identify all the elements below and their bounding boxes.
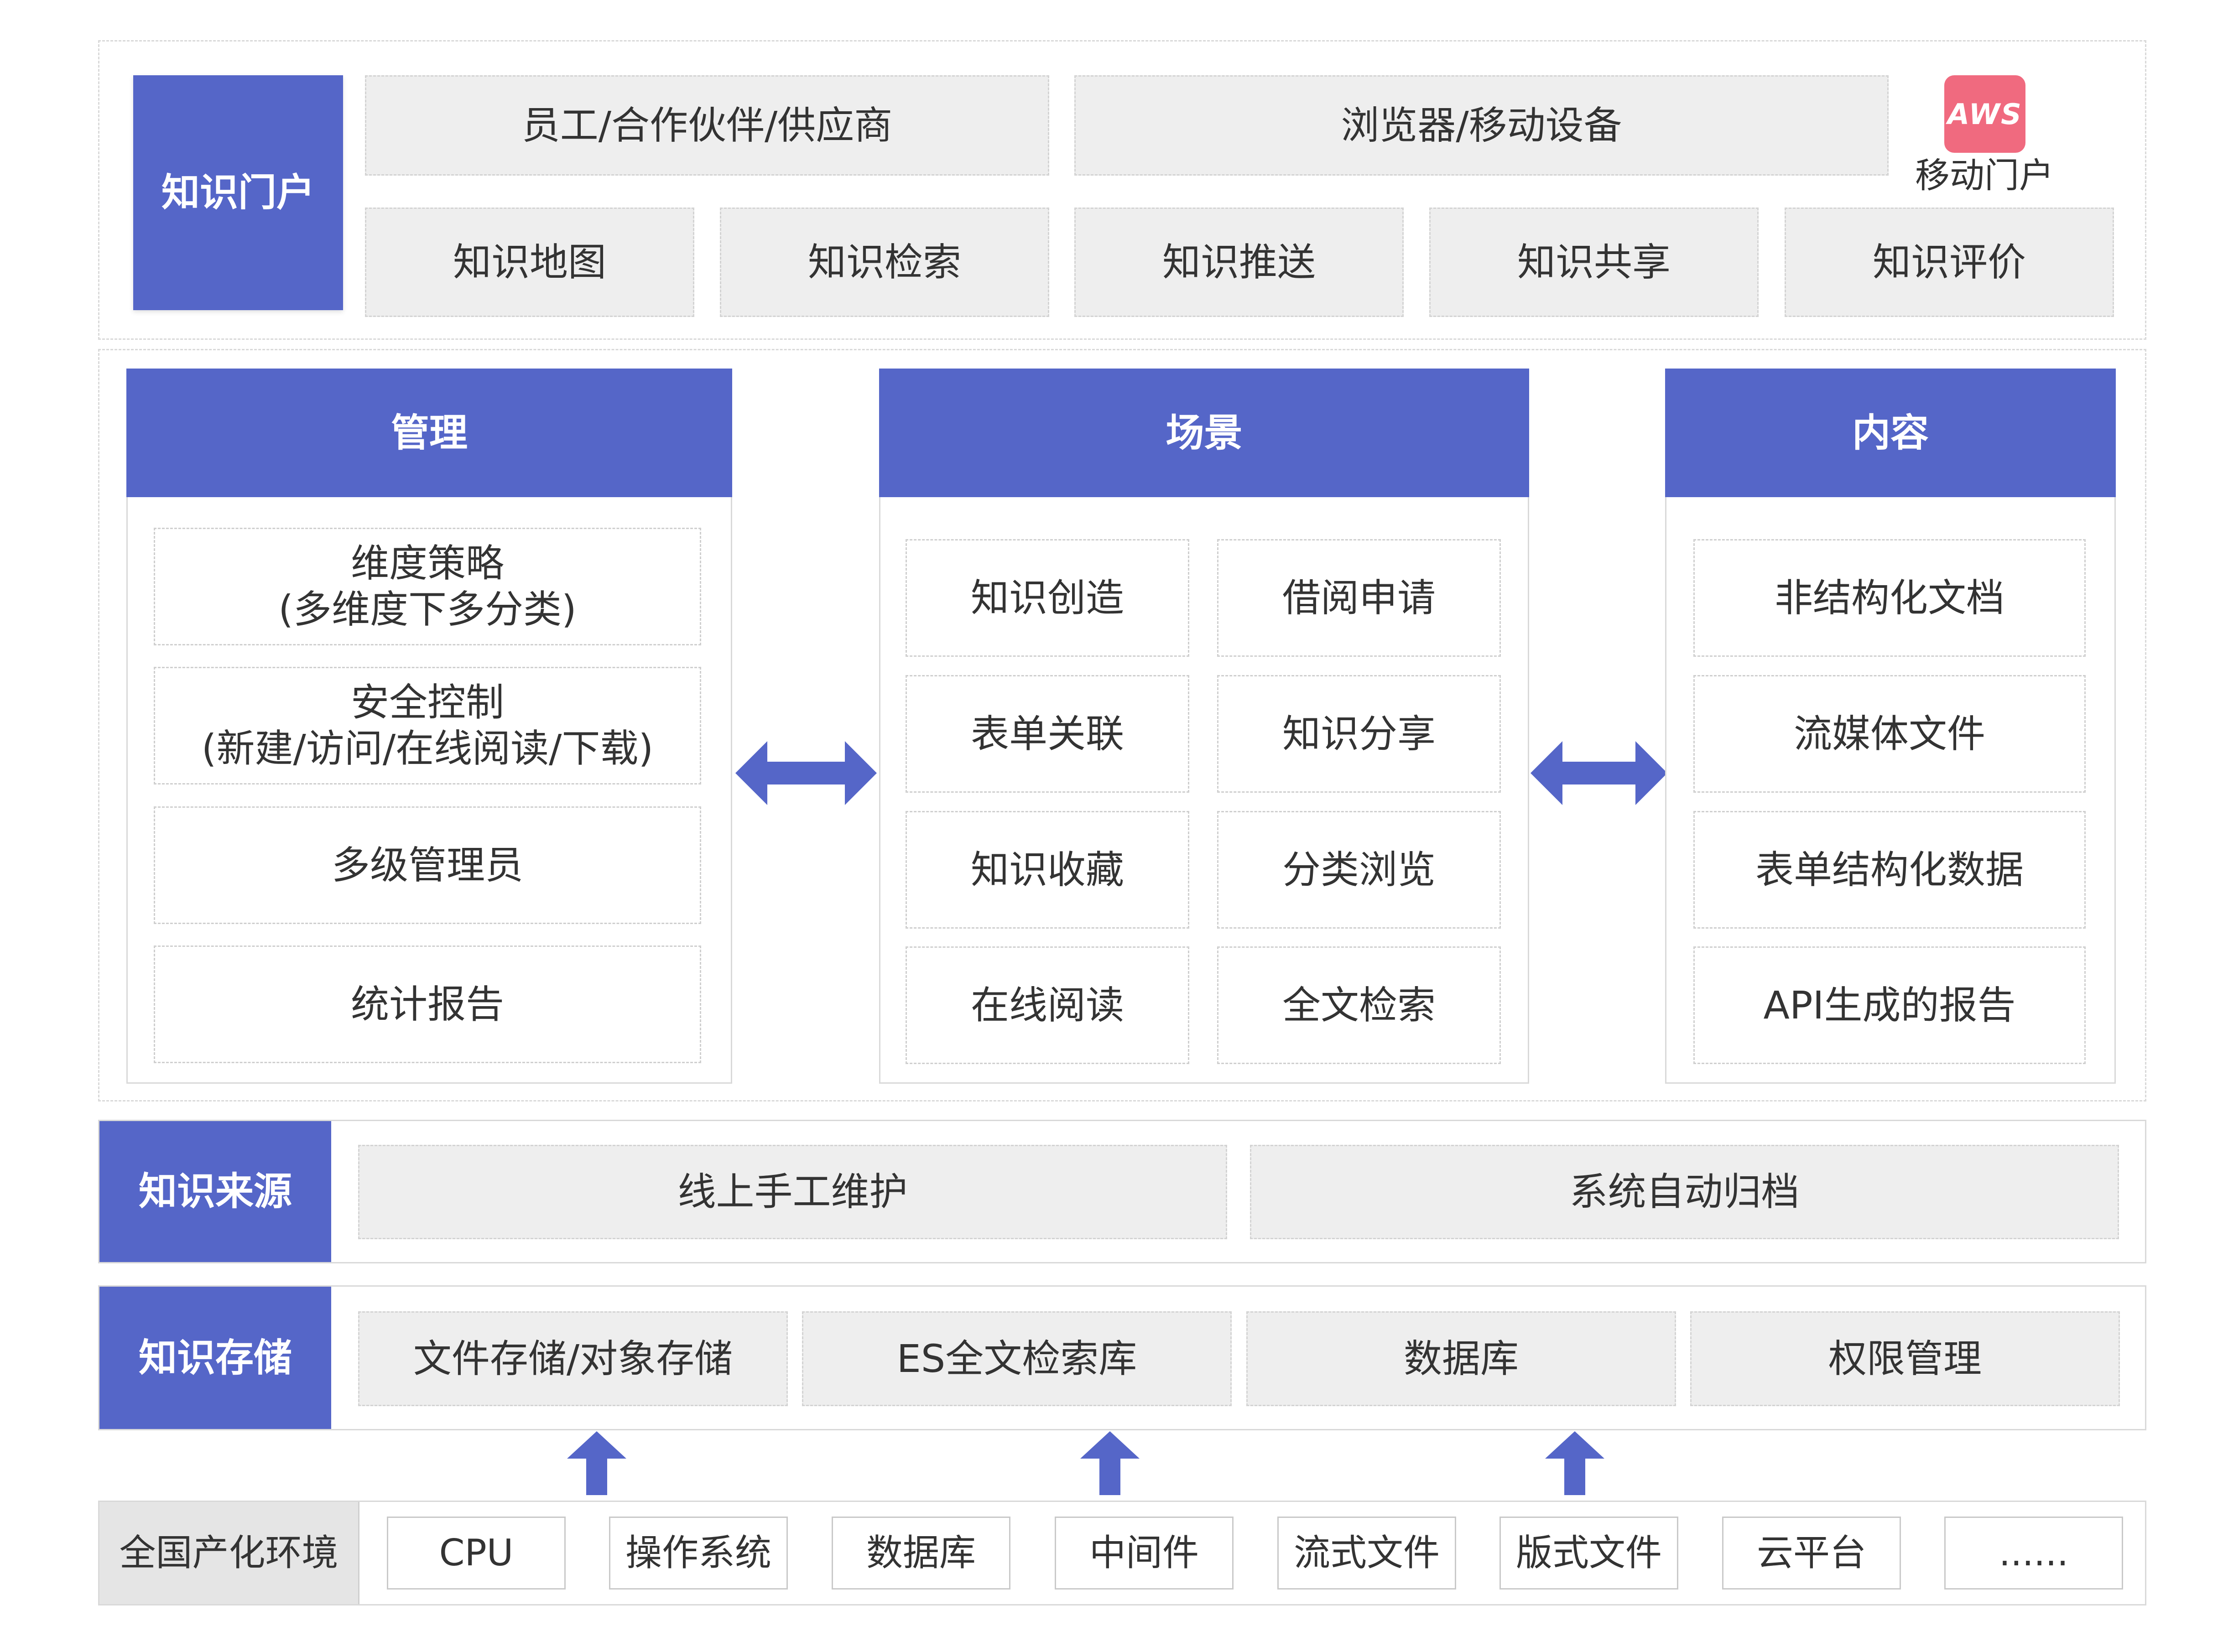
source-item: 线上手工维护 <box>358 1145 1227 1239</box>
localization-item: CPU <box>387 1517 566 1590</box>
management-item-detail: (多维度下多分类) <box>278 587 577 632</box>
management-item-title: 维度策略 <box>350 541 504 586</box>
portal-function-map: 知识地图 <box>365 208 694 317</box>
localization-label: 全国产化环境 <box>99 1502 359 1604</box>
portal-devices-box: 浏览器/移动设备 <box>1074 75 1889 176</box>
source-item: 系统自动归档 <box>1250 1145 2119 1239</box>
scene-item: 全文检索 <box>1217 946 1501 1064</box>
portal-function-push: 知识推送 <box>1074 208 1404 317</box>
double-arrow-icon <box>1531 741 1667 805</box>
management-item: 维度策略 (多维度下多分类) <box>154 528 701 645</box>
management-item-detail: (新建/访问/在线阅读/下载) <box>201 726 654 771</box>
management-item-title: 统计报告 <box>350 982 504 1027</box>
management-item-title: 安全控制 <box>350 680 504 725</box>
scene-item: 在线阅读 <box>906 946 1189 1064</box>
storage-item: 权限管理 <box>1690 1311 2120 1406</box>
scene-item: 借阅申请 <box>1217 539 1501 657</box>
localization-item: 数据库 <box>832 1517 1010 1590</box>
scene-item: 知识创造 <box>906 539 1189 657</box>
scene-item: 表单关联 <box>906 675 1189 793</box>
up-arrow-icon <box>1080 1431 1140 1495</box>
management-item: 安全控制 (新建/访问/在线阅读/下载) <box>154 667 701 784</box>
mobile-portal-label: 移动门户 <box>1915 155 2054 196</box>
content-item: 流媒体文件 <box>1693 675 2086 793</box>
scene-item: 知识分享 <box>1217 675 1501 793</box>
localization-item: 流式文件 <box>1277 1517 1456 1590</box>
management-item-title: 多级管理员 <box>331 842 523 888</box>
content-item: API生成的报告 <box>1693 946 2086 1064</box>
portal-function-search: 知识检索 <box>720 208 1049 317</box>
portal-function-share: 知识共享 <box>1429 208 1759 317</box>
management-item: 多级管理员 <box>154 806 701 924</box>
storage-item: 数据库 <box>1246 1311 1676 1406</box>
portal-function-evaluate: 知识评价 <box>1785 208 2114 317</box>
storage-item: ES全文检索库 <box>802 1311 1232 1406</box>
localization-item: 版式文件 <box>1499 1517 1678 1590</box>
portal-label: 知识门户 <box>133 75 343 310</box>
sources-label: 知识来源 <box>99 1121 331 1262</box>
content-item: 非结构化文档 <box>1693 539 2086 657</box>
storage-item: 文件存储/对象存储 <box>358 1311 788 1406</box>
storage-label: 知识存储 <box>99 1287 331 1429</box>
double-arrow-icon <box>735 741 877 805</box>
scenes-header: 场景 <box>879 369 1529 497</box>
localization-item: 操作系统 <box>609 1517 788 1590</box>
localization-item: 中间件 <box>1055 1517 1234 1590</box>
portal-users-box: 员工/合作伙伴/供应商 <box>365 75 1049 176</box>
scene-item: 知识收藏 <box>906 811 1189 929</box>
up-arrow-icon <box>1545 1431 1604 1495</box>
localization-item: 云平台 <box>1722 1517 1901 1590</box>
up-arrow-icon <box>567 1431 626 1495</box>
aws-logo: AWS <box>1944 75 2025 153</box>
localization-item: ...... <box>1944 1517 2123 1590</box>
management-item: 统计报告 <box>154 945 701 1063</box>
management-header: 管理 <box>126 369 732 497</box>
scene-item: 分类浏览 <box>1217 811 1501 929</box>
content-item: 表单结构化数据 <box>1693 811 2086 929</box>
content-header: 内容 <box>1665 369 2116 497</box>
